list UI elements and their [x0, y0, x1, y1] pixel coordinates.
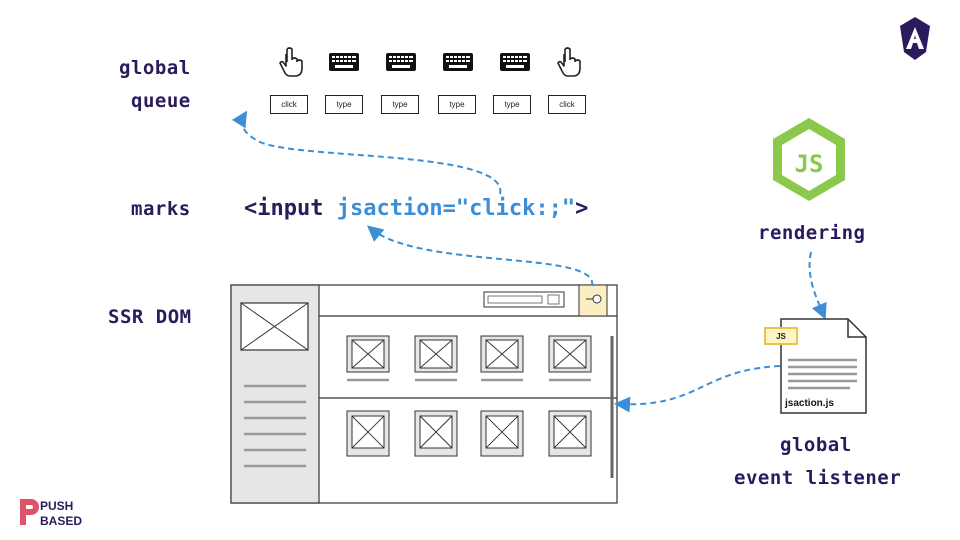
js-file-tag: JS	[764, 327, 798, 345]
marks-label: marks	[131, 198, 191, 220]
queue-event-type: type	[325, 95, 363, 114]
brand-line2: BASED	[40, 514, 82, 528]
arrow-marks-to-queue	[231, 110, 502, 195]
hand-pointer-icon	[278, 46, 304, 82]
jsaction-markup: <input jsaction="click:;">	[244, 196, 588, 221]
pushbased-logo-icon: PUSH BASED	[20, 499, 82, 528]
ssr-dom-wireframe	[230, 284, 618, 504]
rendering-label: rendering	[758, 222, 866, 244]
code-open: <input	[244, 196, 337, 221]
queue-event-click: click	[548, 95, 586, 114]
hand-pointer-icon	[556, 46, 582, 82]
brand-line1: PUSH	[40, 499, 73, 513]
global-queue-label-line1: global	[119, 57, 191, 79]
arrow-rendering-to-jsfile	[808, 251, 827, 320]
code-close: >	[575, 196, 589, 221]
queue-event-type: type	[493, 95, 531, 114]
file-icon	[780, 318, 867, 414]
ssr-dom-label: SSR DOM	[108, 306, 192, 328]
keyboard-icon	[328, 52, 360, 76]
arrow-dom-to-marks	[366, 225, 594, 287]
svg-text:JS: JS	[795, 150, 824, 178]
nodejs-logo-icon: JS	[773, 118, 845, 201]
code-attribute: jsaction="click:;"	[336, 196, 576, 221]
keyboard-icon	[499, 52, 531, 76]
event-listener-label-line2: event listener	[734, 467, 902, 489]
keyboard-icon	[385, 52, 417, 76]
global-queue-label-line2: queue	[131, 90, 191, 112]
arrow-listener-to-dom	[614, 365, 781, 413]
queue-event-type: type	[438, 95, 476, 114]
event-listener-label-line1: global	[780, 434, 852, 456]
content-thumbnails	[346, 335, 592, 457]
keyboard-icon	[442, 52, 474, 76]
angular-logo-icon	[900, 17, 930, 60]
flow-arrows	[231, 110, 827, 413]
js-file-name: jsaction.js	[785, 398, 834, 409]
queue-event-type: type	[381, 95, 419, 114]
queue-event-click: click	[270, 95, 308, 114]
